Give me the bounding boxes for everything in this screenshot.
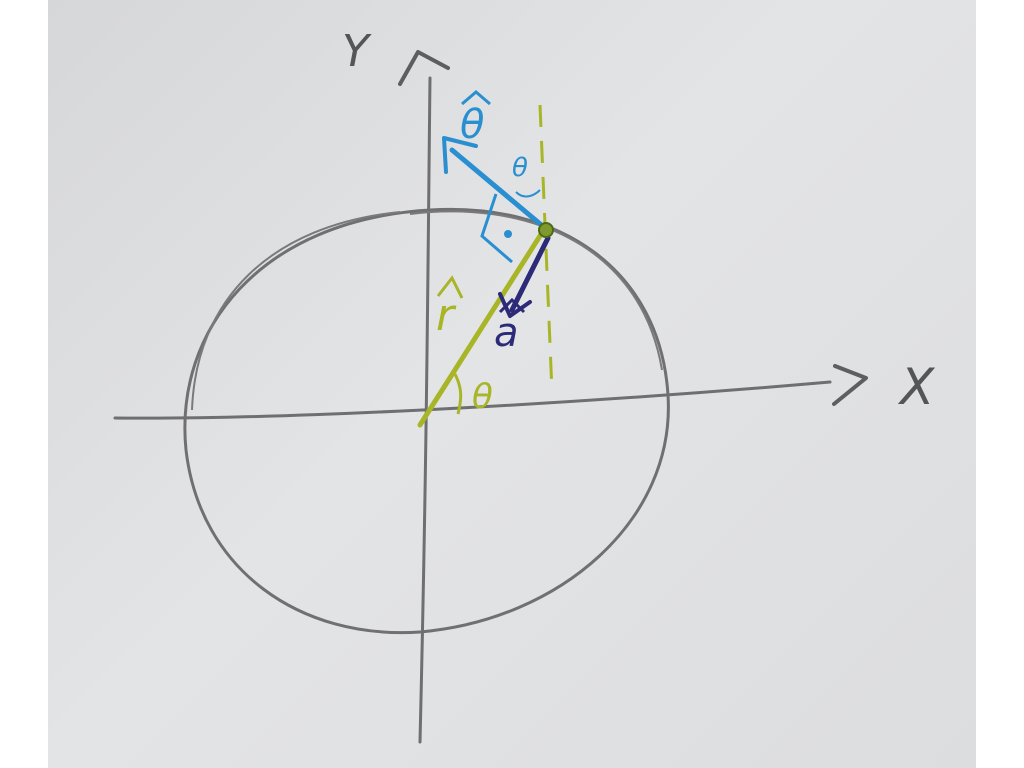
right-angle-marker: [480, 193, 513, 264]
circle-overtrace-left: [191, 211, 401, 411]
y-axis-arrowhead: [398, 50, 450, 86]
acceleration-vector: [509, 235, 551, 313]
radius-vector-label: r: [436, 290, 457, 341]
acceleration-vector-hat: [498, 297, 526, 314]
radius-vector-hat: [436, 275, 464, 299]
tangent-vector: [449, 147, 548, 231]
tangent-vector-label: θ: [460, 102, 484, 148]
upper-angle-arc: [515, 189, 541, 198]
upper-angle-label: θ: [512, 153, 528, 183]
x-axis-line: [113, 380, 832, 420]
particle-point: [538, 222, 554, 238]
y-axis-label: Y: [342, 26, 372, 77]
angle-label: θ: [472, 377, 493, 417]
vertical-dashed-line: [538, 104, 554, 393]
tangent-vector-hat: [461, 90, 491, 106]
tangent-arrowhead: [442, 136, 478, 174]
angle-arc: [453, 373, 463, 415]
x-axis-label: X: [897, 358, 936, 416]
circle-overtrace: [409, 210, 663, 371]
radius-vector: [417, 225, 548, 428]
y-axis-line: [418, 76, 432, 744]
right-angle-dot: [504, 230, 512, 238]
acceleration-vector-label: a: [494, 310, 519, 356]
x-axis-arrowhead: [832, 364, 868, 406]
acceleration-arrowhead: [498, 292, 532, 318]
